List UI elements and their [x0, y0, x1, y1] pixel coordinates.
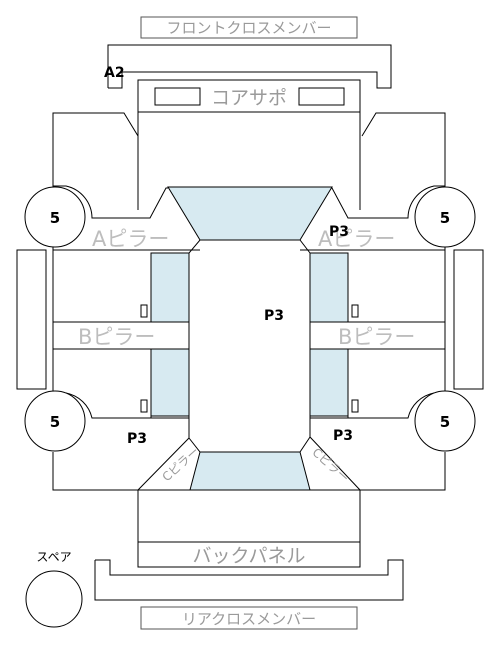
right-body-side — [360, 250, 446, 491]
rear-cross-member-label: リアクロスメンバー — [182, 610, 316, 628]
wheel-rear-left — [24, 390, 86, 452]
b-pillar-right-label: Bピラー — [338, 325, 415, 349]
headlight-right — [298, 87, 345, 106]
front-cross-member-box — [140, 16, 358, 39]
c-pillar-right — [309, 436, 361, 491]
mark-a2: A2 — [104, 65, 125, 81]
right-side-step — [453, 249, 484, 390]
door-handle-rl — [140, 399, 148, 413]
left-front-fender — [52, 112, 168, 250]
headlight-left — [154, 87, 201, 106]
core-support-label: コアサポ — [211, 87, 287, 109]
door-handle-fl — [140, 304, 148, 318]
trunk — [137, 489, 361, 543]
wheel-front-left-value: 5 — [50, 209, 60, 227]
left-body-side — [52, 250, 138, 491]
left-side-step — [16, 249, 47, 390]
door-handle-rr — [351, 399, 359, 413]
cabin — [188, 239, 311, 453]
b-pillar-left-label: Bピラー — [78, 325, 155, 349]
windshield — [167, 186, 333, 241]
b-pillar-left — [52, 321, 190, 350]
mark-p3-cabin: P3 — [264, 308, 284, 324]
mark-p3-front-right: P3 — [329, 224, 349, 240]
wheel-front-right-value: 5 — [440, 209, 450, 227]
a-pillar-left-label: Aピラー — [92, 227, 169, 251]
spare-label: スペア — [36, 550, 71, 564]
door-handle-fr — [351, 304, 359, 318]
back-panel-label: バックパネル — [192, 545, 305, 567]
right-front-fender — [330, 112, 446, 250]
c-pillar-right-label: Cピラー — [309, 445, 351, 485]
rear-bumper-bracket — [94, 559, 404, 601]
spare-tire — [25, 570, 83, 628]
wheel-rear-right — [414, 390, 476, 452]
rear-window — [189, 451, 311, 491]
wheel-rear-right-value: 5 — [440, 413, 450, 431]
mark-p3-rear-right: P3 — [333, 428, 353, 444]
rear-cross-member-box — [140, 606, 358, 630]
back-panel-box — [137, 541, 361, 568]
front-cross-member-label: フロントクロスメンバー — [166, 19, 331, 37]
a-pillar-right-label: Aピラー — [318, 227, 395, 251]
wheel-front-right — [414, 186, 476, 248]
wheel-front-left — [24, 186, 86, 248]
b-pillar-right — [309, 321, 446, 350]
c-pillar-left — [137, 437, 190, 491]
mark-p3-rear-left: P3 — [127, 431, 147, 447]
front-bumper-bracket — [107, 44, 392, 89]
wheel-rear-left-value: 5 — [50, 413, 60, 431]
